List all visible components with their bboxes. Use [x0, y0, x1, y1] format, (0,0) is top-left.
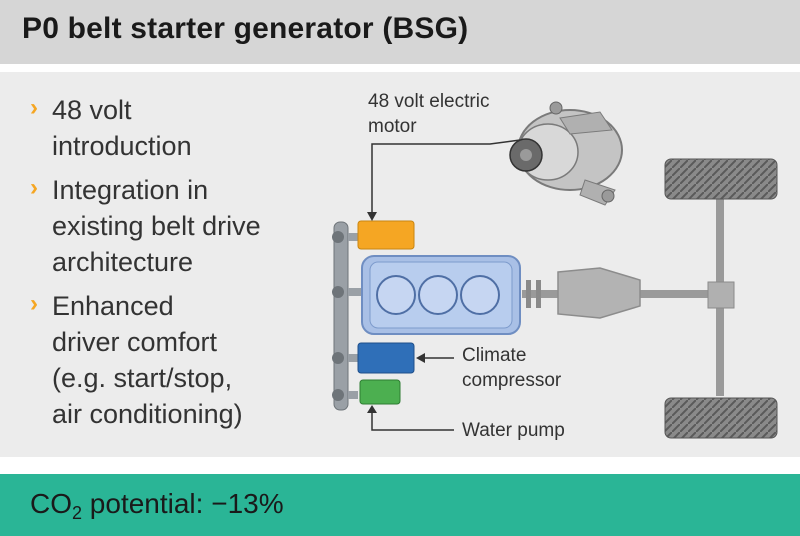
- drivetrain: [522, 196, 734, 396]
- bsg-motor-box: [358, 221, 414, 249]
- powertrain-diagram: 48 volt electric motor Climate compresso…: [0, 72, 800, 457]
- pump-label: Water pump: [462, 420, 565, 441]
- cylinder: [377, 276, 415, 314]
- pulley: [332, 352, 344, 364]
- pulley: [332, 389, 344, 401]
- pulley: [332, 286, 344, 298]
- arrow-up-icon: [367, 405, 377, 413]
- belt-drive: [332, 222, 362, 410]
- pump-box: [360, 380, 400, 404]
- co2-value: potential: −13%: [82, 488, 284, 519]
- co2-potential: CO2 potential: −13%: [30, 488, 284, 524]
- arrow-left-icon: [416, 353, 425, 363]
- motor-label-line: 48 volt electric: [368, 91, 489, 112]
- co2-subscript: 2: [72, 503, 82, 523]
- wheel-rear-top: [665, 159, 777, 199]
- title-bar: P0 belt starter generator (BSG): [0, 0, 800, 64]
- page-title: P0 belt starter generator (BSG): [22, 12, 468, 46]
- belt-link: [348, 354, 358, 362]
- belt-link: [348, 233, 358, 241]
- motor-leader: [372, 140, 520, 160]
- wheel-rear-bottom: [665, 398, 777, 438]
- pump-arrow-line: [372, 412, 454, 430]
- footer-bar: CO2 potential: −13%: [0, 474, 800, 536]
- co2-prefix: CO: [30, 488, 72, 519]
- motor-label-line: motor: [368, 116, 417, 137]
- compressor-label-line: compressor: [462, 370, 562, 391]
- motor-bolt: [550, 102, 562, 114]
- pulley: [332, 231, 344, 243]
- cylinder: [461, 276, 499, 314]
- motor-bolt: [602, 190, 614, 202]
- belt-link: [348, 288, 362, 296]
- engine: [362, 256, 520, 334]
- motor-shaft: [520, 149, 532, 161]
- coupling: [526, 280, 531, 308]
- differential: [708, 282, 734, 308]
- belt: [334, 222, 348, 410]
- transmission: [558, 268, 640, 318]
- coupling: [536, 280, 541, 308]
- compressor-box: [358, 343, 414, 373]
- belt-link: [348, 391, 358, 399]
- electric-motor-icon: [510, 102, 622, 205]
- arrow-down-icon: [367, 212, 377, 221]
- cylinder: [419, 276, 457, 314]
- compressor-label-line: Climate: [462, 345, 526, 366]
